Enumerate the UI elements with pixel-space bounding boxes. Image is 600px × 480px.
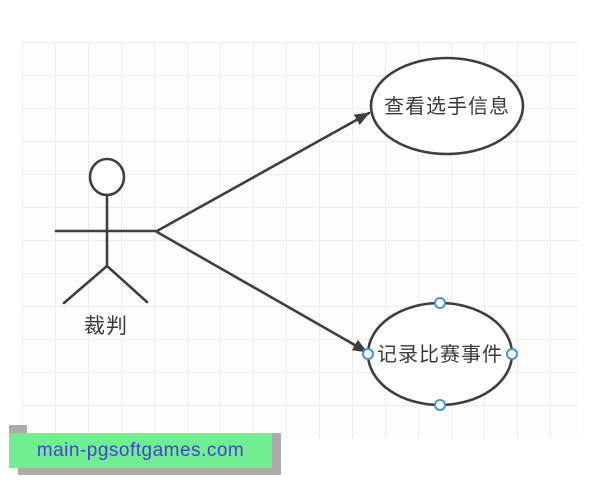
association-to-view-player-info[interactable] (155, 111, 371, 233)
watermark-text: main-pgsoftgames.com (36, 439, 245, 461)
use-case-label: 记录比赛事件 (377, 343, 503, 366)
selection-handle-bottom[interactable] (434, 399, 446, 411)
selection-handle-left[interactable] (362, 348, 374, 360)
watermark-banner: main-pgsoftgames.com (9, 433, 272, 468)
actor-legs (62, 264, 149, 305)
use-case-record-match-events[interactable]: 记录比赛事件 (362, 297, 518, 411)
association-to-record-match-events[interactable] (155, 230, 369, 354)
actor-referee[interactable] (54, 157, 159, 305)
use-case-ellipse[interactable] (369, 56, 525, 156)
use-case-view-player-info[interactable]: 查看选手信息 (369, 56, 525, 156)
watermark-corner-notch (9, 425, 27, 434)
use-case-label: 查看选手信息 (384, 95, 510, 118)
actor-label: 裁判 (84, 315, 128, 338)
selection-handle-right[interactable] (506, 348, 518, 360)
selection-handle-top[interactable] (434, 297, 446, 309)
actor-head (88, 157, 126, 197)
